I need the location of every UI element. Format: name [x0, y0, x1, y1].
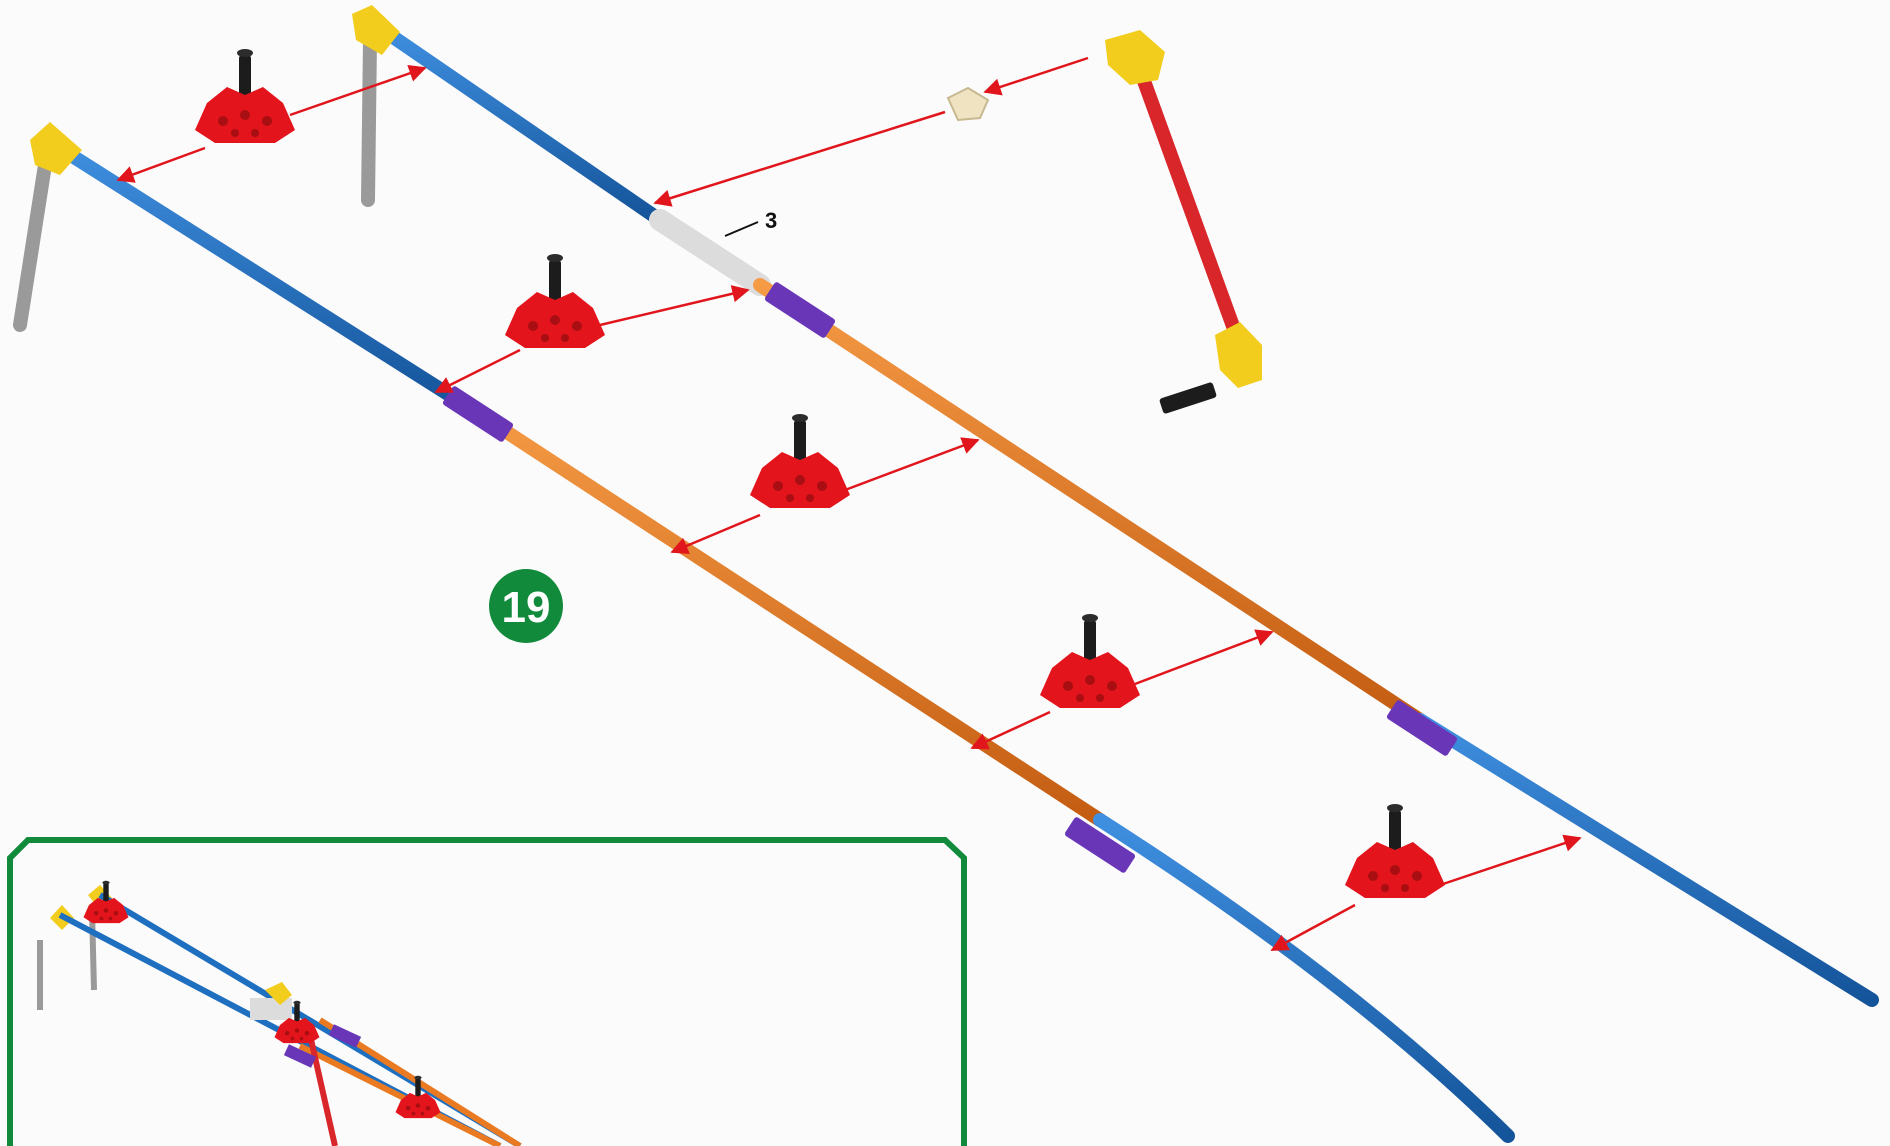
- inset-preview: [10, 840, 964, 1146]
- tan-connector: [948, 88, 988, 120]
- placement-arrows: [118, 58, 1580, 950]
- yellow-corner-connectors: [30, 5, 400, 175]
- step-badge: 19: [489, 569, 563, 643]
- gray-legs: [20, 40, 370, 325]
- callout-label: 3: [765, 208, 777, 233]
- step-number: 19: [502, 583, 551, 632]
- purple-rail-connectors: [442, 281, 1458, 874]
- callout-3: 3: [725, 208, 777, 236]
- red-connectors: [195, 49, 1445, 898]
- red-rod-assembly: [1105, 30, 1262, 414]
